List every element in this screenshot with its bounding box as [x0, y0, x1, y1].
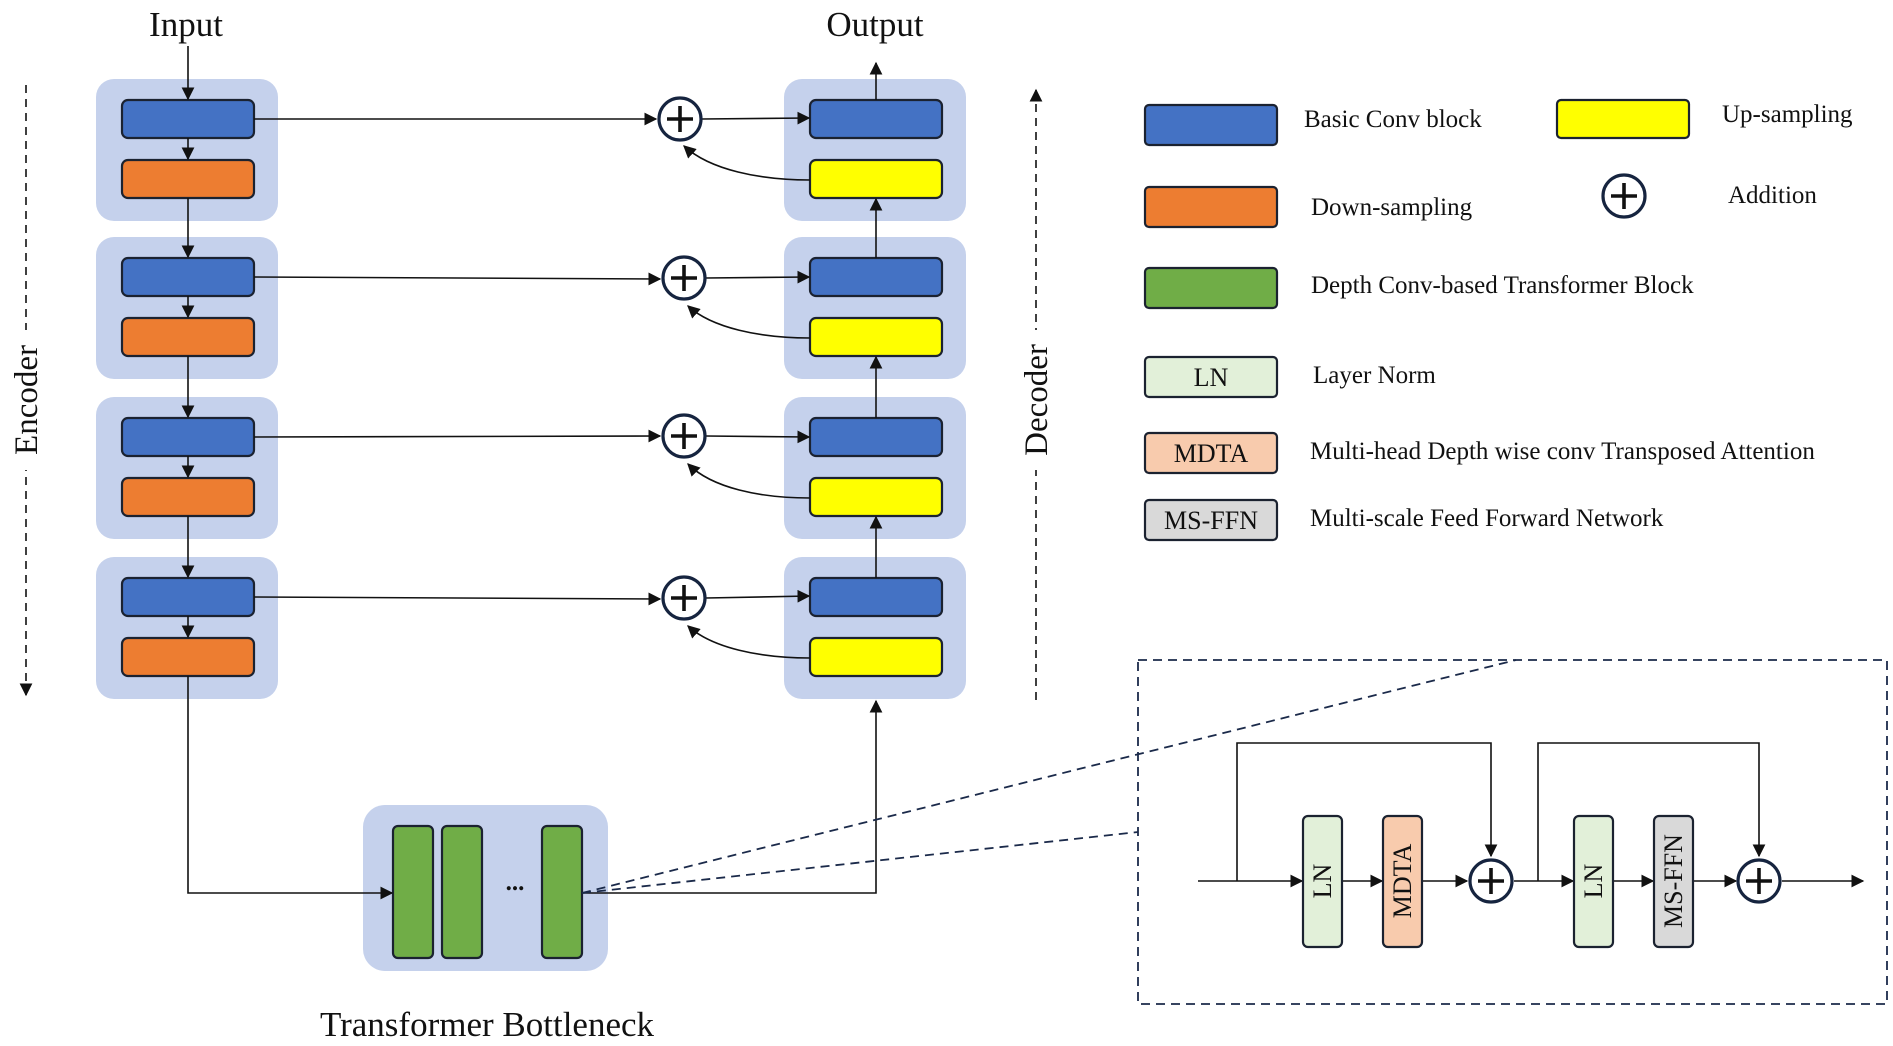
- addition-node-2: [661, 255, 707, 301]
- detail-ln-block-1: [1301, 814, 1344, 949]
- encoder-conv-block-4: [120, 576, 256, 618]
- decoder-up-block-1: [808, 158, 944, 200]
- legend-down-swatch: [1143, 185, 1279, 229]
- decoder-conv-block-3: [808, 416, 944, 458]
- encoder: [96, 79, 278, 699]
- detail-mdta-block: [1381, 814, 1424, 949]
- decoder-conv-block-1: [808, 98, 944, 140]
- legend-up-label: Up-sampling: [1722, 101, 1853, 128]
- decoder: [784, 79, 966, 699]
- legend-msffn-swatch-text: MS-FFN: [1164, 506, 1258, 535]
- decoder-conv-block-4: [808, 576, 944, 618]
- detail-ln-block-2: [1572, 814, 1615, 949]
- encoder-label: Encoder: [9, 345, 45, 455]
- encoder-down-block-4: [120, 636, 256, 678]
- input-label: Input: [149, 5, 223, 44]
- legend-addition-icon: [1601, 173, 1647, 219]
- detail-addition-node-2: [1736, 858, 1782, 904]
- decoder-up-block-4: [808, 636, 944, 678]
- detail-ln-text-2: LN: [1579, 863, 1608, 898]
- detail-msffn-block: [1652, 814, 1695, 949]
- encoder-down-block-3: [120, 476, 256, 518]
- legend-mdta-swatch: [1143, 431, 1279, 475]
- legend-mdta-label: Multi-head Depth wise conv Transposed At…: [1310, 438, 1815, 465]
- encoder-down-block-1: [120, 158, 256, 200]
- transformer-block-detail: LN MDTA LN MS-FFN: [1137, 659, 1888, 1005]
- legend-addition-label: Addition: [1728, 182, 1817, 209]
- detail-ln-text-1: LN: [1308, 863, 1337, 898]
- legend: Basic Conv block Up-sampling Down-sampli…: [1143, 98, 1853, 542]
- decoder-up-block-3: [808, 476, 944, 518]
- legend-ln-swatch-text: LN: [1194, 363, 1229, 392]
- transformer-block-3: [540, 824, 584, 960]
- transformer-block-2: [440, 824, 484, 960]
- bottleneck-ellipsis: ...: [506, 869, 525, 896]
- transformer-bottleneck: ...: [363, 805, 608, 971]
- decoder-label: Decoder: [1019, 344, 1055, 456]
- transformer-block-1: [391, 824, 435, 960]
- encoder-conv-block-2: [120, 256, 256, 298]
- legend-mdta-swatch-text: MDTA: [1174, 439, 1249, 468]
- detail-dashed-frame: [1137, 659, 1888, 1005]
- encoder-conv-block-1: [120, 98, 256, 140]
- detail-msffn-text: MS-FFN: [1659, 834, 1688, 928]
- output-label: Output: [826, 5, 924, 44]
- encoder-conv-block-3: [120, 416, 256, 458]
- legend-ln-swatch: [1143, 355, 1279, 399]
- legend-conv-swatch: [1143, 103, 1279, 147]
- encoder-down-block-2: [120, 316, 256, 358]
- bottleneck-label: Transformer Bottleneck: [320, 1005, 655, 1044]
- detail-addition-node-1: [1468, 858, 1514, 904]
- legend-ln-label: Layer Norm: [1313, 362, 1436, 389]
- legend-conv-label: Basic Conv block: [1304, 106, 1482, 133]
- legend-down-label: Down-sampling: [1311, 194, 1473, 221]
- addition-node-3: [661, 413, 707, 459]
- legend-up-swatch: [1555, 98, 1691, 140]
- legend-msffn-label: Multi-scale Feed Forward Network: [1310, 505, 1664, 532]
- addition-node-4: [661, 575, 707, 621]
- decoder-conv-block-2: [808, 256, 944, 298]
- legend-transformer-swatch: [1143, 266, 1279, 310]
- addition-node-1: [657, 96, 703, 142]
- decoder-up-block-2: [808, 316, 944, 358]
- legend-msffn-swatch: [1143, 498, 1279, 542]
- legend-transformer-label: Depth Conv-based Transformer Block: [1311, 272, 1694, 299]
- detail-mdta-text: MDTA: [1388, 844, 1417, 919]
- skip-connections: [253, 96, 811, 659]
